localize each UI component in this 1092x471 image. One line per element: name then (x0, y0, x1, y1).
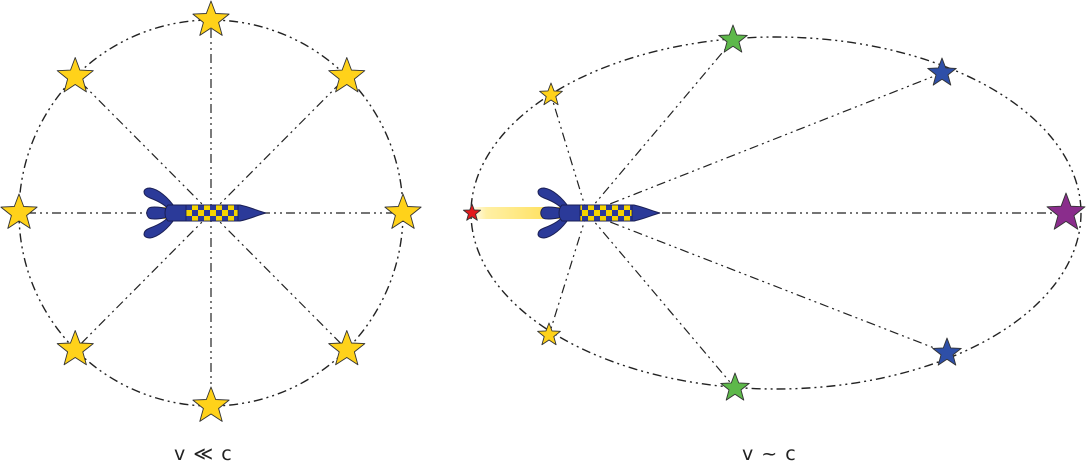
star-icon (56, 57, 94, 93)
star-group-relativistic (462, 24, 1086, 401)
panel-relativistic (462, 24, 1086, 401)
star-group-slow (0, 0, 422, 422)
star-icon (462, 203, 482, 221)
star-icon (539, 82, 563, 106)
light-ray (74, 212, 212, 350)
star-icon (927, 57, 957, 86)
label-slow-velocity: v ≪ c (174, 443, 233, 465)
rocket-icon (537, 187, 661, 239)
light-ray (210, 212, 348, 350)
light-ray (74, 76, 212, 214)
light-ray (586, 72, 943, 214)
star-icon (0, 193, 38, 229)
light-ray (586, 212, 948, 354)
ray-group-relativistic (548, 39, 1066, 389)
star-icon (932, 337, 962, 366)
light-ray (550, 94, 588, 214)
star-icon (537, 322, 561, 346)
star-icon (56, 330, 94, 366)
label-relativistic-velocity: v ~ c (742, 443, 797, 465)
light-ray (586, 39, 734, 214)
star-icon (718, 24, 748, 53)
star-icon (720, 372, 750, 401)
star-icon (328, 330, 366, 366)
star-icon (192, 0, 230, 36)
star-icon (1046, 192, 1086, 230)
light-ray (586, 212, 736, 389)
rocket-icon (143, 187, 267, 239)
panel-slow (0, 0, 422, 422)
light-ray (210, 76, 348, 214)
rocket-checker-band (579, 204, 633, 222)
star-icon (384, 193, 422, 229)
rocket-checker-band (185, 204, 239, 222)
star-icon (328, 57, 366, 93)
star-icon (192, 386, 230, 422)
aberration-ellipse (470, 36, 1082, 390)
light-ray (548, 212, 588, 336)
